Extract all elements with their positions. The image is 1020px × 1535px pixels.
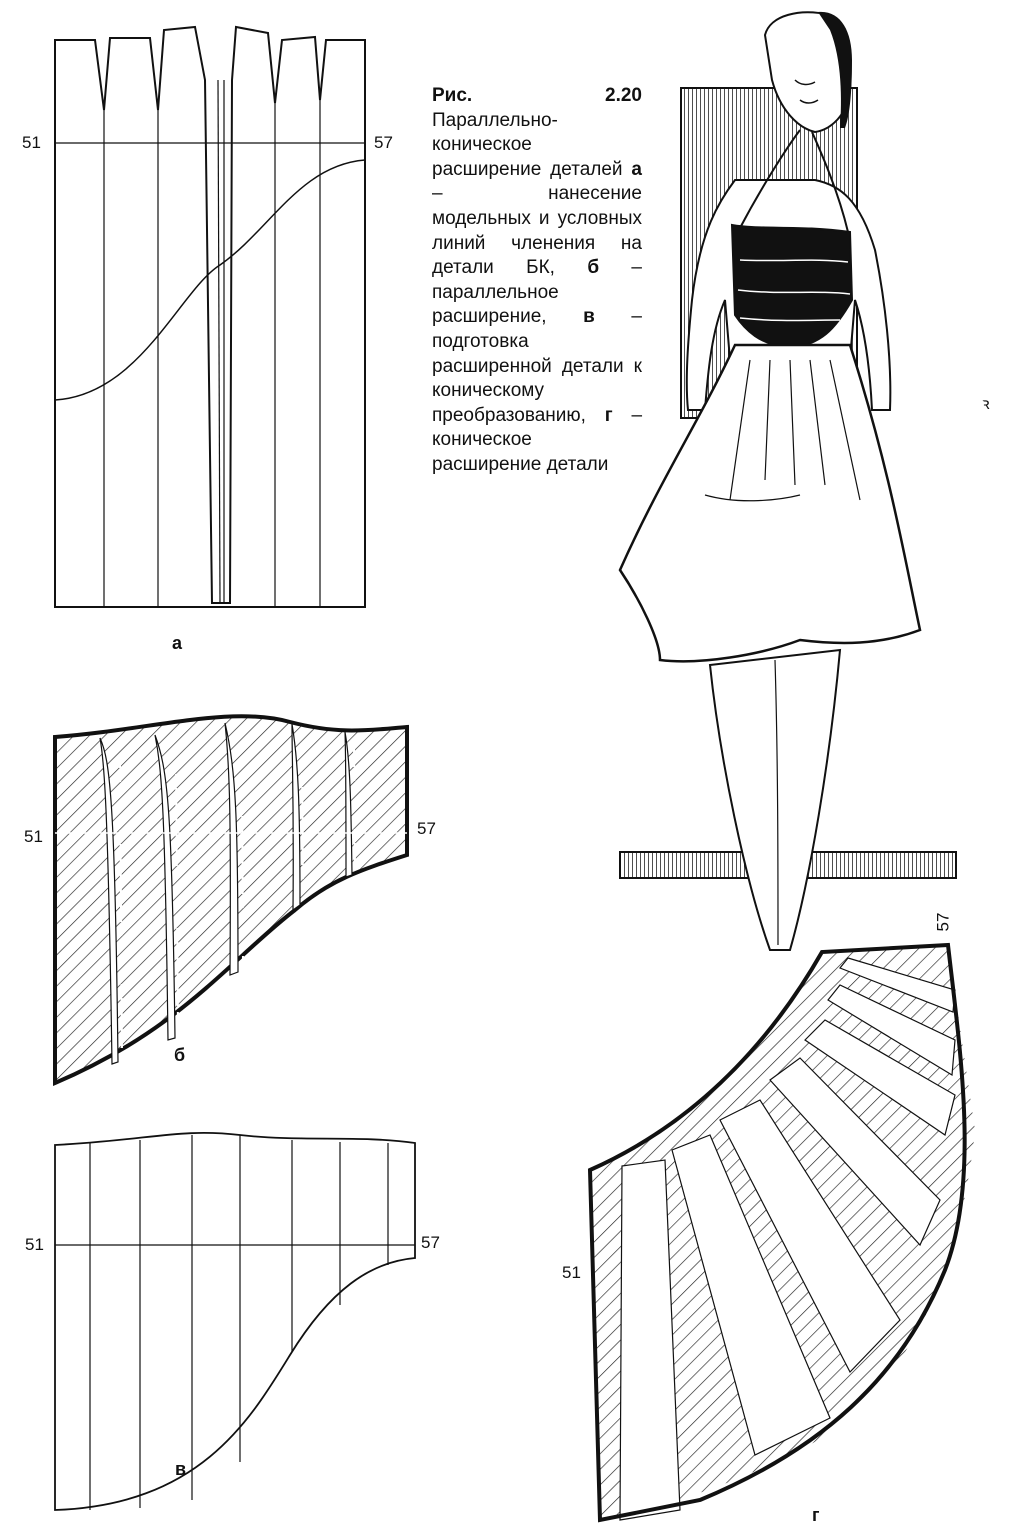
panel-v-right-mark: 57 [421,1233,440,1252]
panel-b-right-mark: 57 [417,819,436,838]
caption-key-g: г [604,404,613,426]
panel-a-right-mark: 57 [374,133,393,152]
figure-caption: Рис. 2.20 Параллельно-коническое расшире… [432,84,642,478]
caption-key-v: в [583,306,595,328]
panel-b-label: б [174,1045,186,1065]
caption-text-g: – коническое расширение детали [432,404,643,475]
caption-text-b: – параллельное расширение, [432,257,642,328]
caption-text-v: – подготовка расширенной детали к кониче… [432,306,642,426]
panel-v-drawing [54,1131,416,1511]
panel-v-left-mark: 51 [25,1235,44,1254]
panel-g-drawing [587,942,975,1523]
stray-mark: ꝛ [982,396,990,413]
panel-a-label: а [172,633,183,653]
caption-key-b: б [587,257,600,279]
panel-g-left-mark: 51 [562,1263,581,1282]
fashion-illustration [618,11,957,951]
caption-text-a: – нанесение модельных и условных линий ч… [432,183,642,279]
caption-figure-number: Рис. 2.20 [432,85,642,106]
panel-a-drawing [54,25,366,608]
panel-b-drawing [53,714,409,1087]
panel-v-label: в [175,1459,187,1479]
panel-g-label: г [812,1505,820,1525]
caption-intro: Параллельно-коническое расширение детале… [432,109,623,180]
panel-b-left-mark: 51 [24,827,43,846]
caption-key-a: а [631,158,642,180]
panel-g-right-mark: 57 [933,912,953,932]
panel-a-left-mark: 51 [22,133,41,152]
